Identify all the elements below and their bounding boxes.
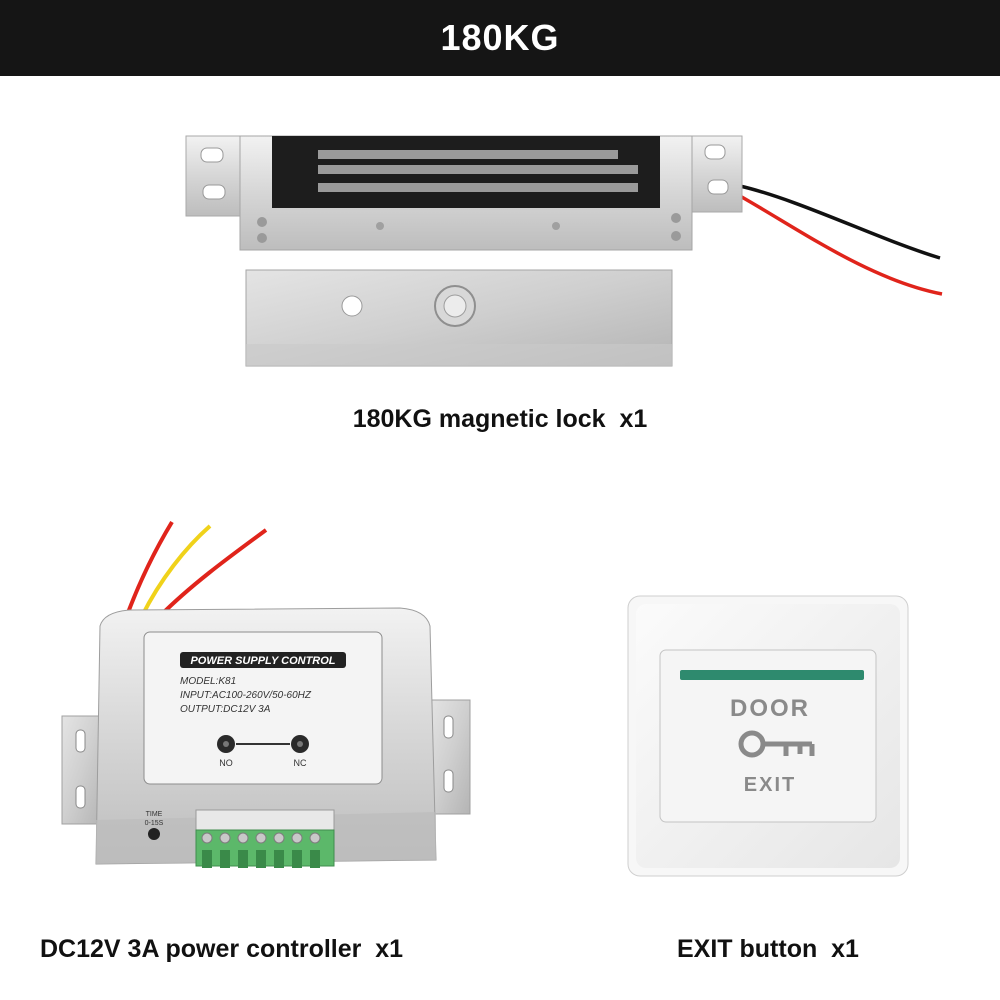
magnetic-lock-image xyxy=(185,135,943,367)
controller-output-text: OUTPUT:DC12V 3A xyxy=(180,704,271,715)
page-title: 180KG xyxy=(440,17,560,58)
power-controller-image xyxy=(61,520,471,868)
exit-button-door-text: DOOR xyxy=(730,695,810,722)
controller-model-text: MODEL:K81 xyxy=(180,676,236,687)
magnetic-lock-caption: 180KG magnetic lock x1 xyxy=(352,405,648,433)
key-icon xyxy=(738,730,815,758)
power-controller-caption: DC12V 3A power controller x1 xyxy=(40,935,404,963)
controller-input-text: INPUT:AC100-260V/50-60HZ xyxy=(180,690,312,701)
exit-button-image xyxy=(627,595,909,877)
exit-button-caption: EXIT button x1 xyxy=(677,935,859,963)
title-banner: 180KG xyxy=(0,0,1000,76)
controller-no-label: NO xyxy=(219,758,233,768)
exit-button-exit-text: EXIT xyxy=(744,774,796,796)
controller-time-label: TIME xyxy=(146,811,163,818)
controller-time-range: 0-15S xyxy=(145,820,164,827)
controller-nc-label: NC xyxy=(294,758,307,768)
controller-label-title: POWER SUPPLY CONTROL xyxy=(190,655,335,667)
